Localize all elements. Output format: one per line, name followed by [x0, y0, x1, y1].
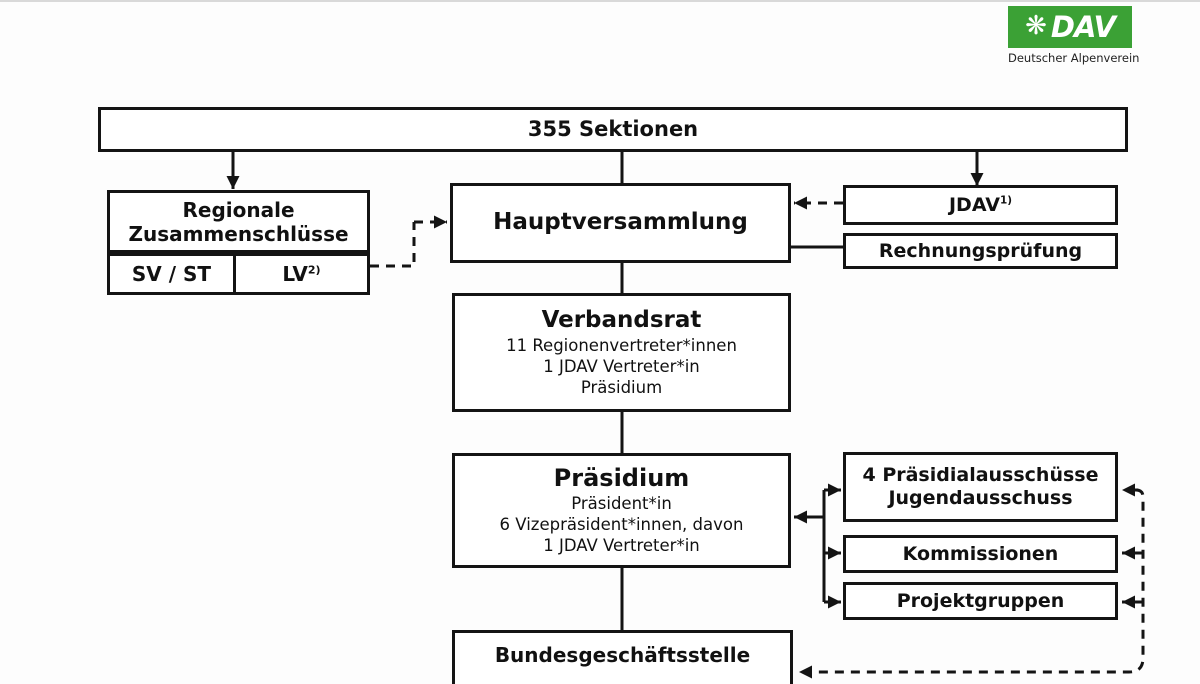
sektionen-label: 355 Sektionen [527, 116, 699, 141]
praesidium-line1: Präsident*in [571, 494, 672, 514]
box-regionale-zusammenschluesse: Regionale Zusammenschlüsse [107, 190, 370, 253]
kommissionen-label: Kommissionen [902, 542, 1059, 565]
verbandsrat-line3: Präsidium [580, 377, 663, 397]
bundesgeschaeftsstelle-label: Bundesgeschäftsstelle [494, 643, 751, 667]
hauptversammlung-label: Hauptversammlung [493, 209, 748, 236]
jdav-footnote-sup: 1) [999, 194, 1012, 207]
box-lv: LV2) [233, 253, 370, 295]
box-rechnungspruefung: Rechnungsprüfung [843, 233, 1118, 269]
regionale-line2: Zusammenschlüsse [128, 221, 349, 246]
dav-logo-subtitle: Deutscher Alpenverein [1008, 51, 1140, 65]
box-praesidialausschuesse: 4 Präsidialausschüsse Jugendausschuss [843, 452, 1118, 522]
rechnungspruefung-label: Rechnungsprüfung [878, 239, 1083, 262]
box-praesidium: Präsidium Präsident*in 6 Vizepräsident*i… [452, 453, 791, 568]
box-kommissionen: Kommissionen [843, 535, 1118, 573]
praesidialausschuesse-line2: Jugendausschuss [888, 487, 1073, 509]
box-verbandsrat: Verbandsrat 11 Regionenvertreter*innen 1… [452, 293, 791, 412]
box-hauptversammlung: Hauptversammlung [450, 183, 791, 263]
lv-footnote-sup: 2) [307, 263, 321, 277]
edelweiss-icon: ❋ [1025, 11, 1047, 41]
praesidium-line2: 6 Vizepräsident*innen, davon [499, 515, 744, 535]
dav-logo-green-box: ❋ DAV [1008, 6, 1132, 48]
box-sv-st: SV / ST [107, 253, 236, 295]
dashed-lv-elbow [370, 222, 416, 268]
box-jdav: JDAV1) [843, 185, 1118, 225]
top-border-line [0, 0, 1200, 2]
verbandsrat-line2: 1 JDAV Vertreter*in [543, 356, 700, 376]
dav-logo-text: DAV [1050, 9, 1116, 44]
praesidium-line3: 1 JDAV Vertreter*in [543, 536, 700, 556]
regionale-line1: Regionale [182, 197, 295, 222]
box-bundesgeschaeftsstelle: Bundesgeschäftsstelle [452, 630, 793, 684]
projektgruppen-label: Projektgruppen [896, 589, 1065, 612]
dav-logo: ❋ DAV Deutscher Alpenverein [1008, 6, 1140, 65]
praesidium-title: Präsidium [553, 464, 690, 493]
lv-label: LV2) [282, 262, 321, 286]
verbandsrat-title: Verbandsrat [541, 307, 702, 334]
verbandsrat-line1: 11 Regionenvertreter*innen [506, 335, 737, 355]
sv-st-label: SV / ST [131, 262, 212, 286]
box-sektionen: 355 Sektionen [98, 107, 1128, 152]
jdav-label: JDAV1) [948, 193, 1012, 216]
praesidialausschuesse-line1: 4 Präsidialausschüsse [862, 464, 1099, 487]
box-projektgruppen: Projektgruppen [843, 582, 1118, 620]
